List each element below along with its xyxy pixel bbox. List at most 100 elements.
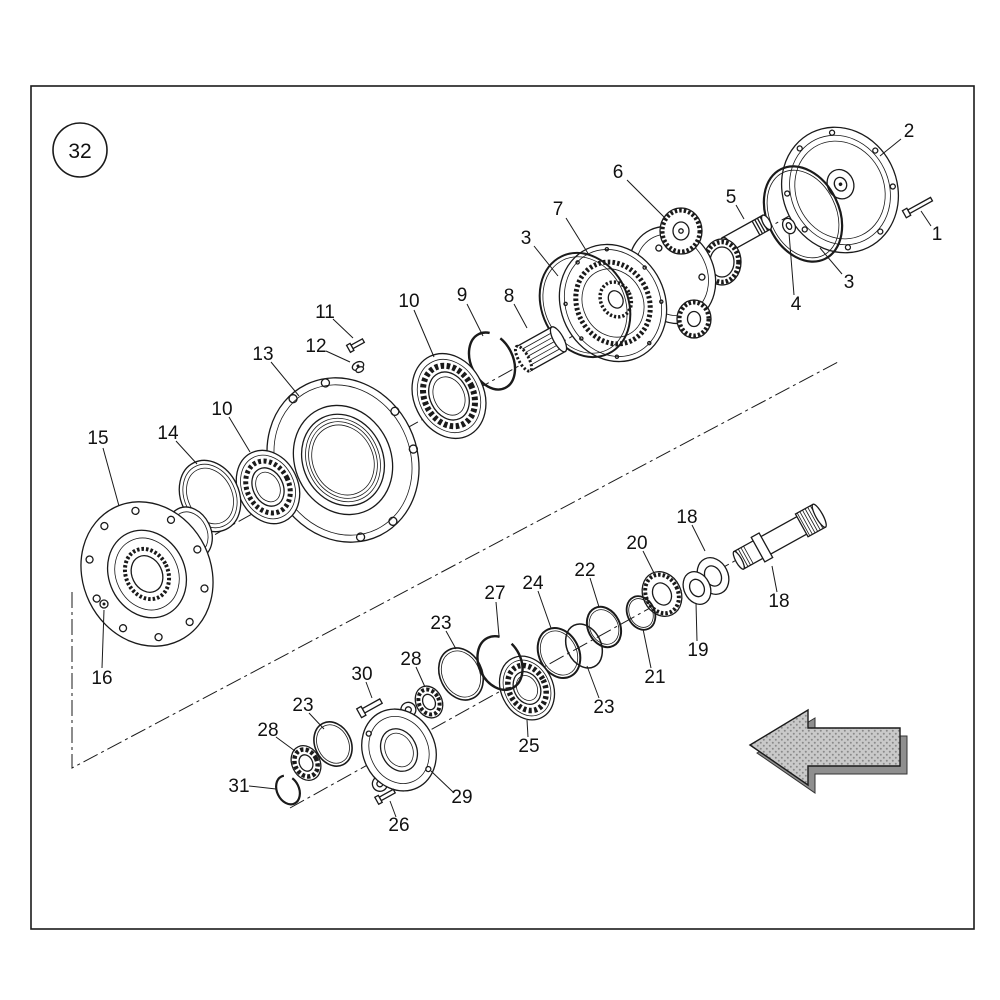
callout-leader-8 — [513, 303, 528, 329]
callout-leader-23 — [586, 665, 600, 699]
callout-leader-13 — [270, 361, 300, 397]
callout-leader-4 — [788, 232, 795, 296]
part-15-wheel-hub — [80, 501, 214, 647]
callout-leader-7 — [565, 217, 590, 256]
part-22-seal-ring — [585, 605, 623, 649]
callout-leader-30 — [365, 681, 373, 699]
callout-leader-11 — [332, 318, 354, 339]
callout-label-25: 25 — [518, 736, 539, 757]
callout-label-4: 4 — [791, 294, 802, 315]
part-28-bearing-rear — [414, 685, 444, 719]
callout-leader-24 — [537, 590, 552, 629]
part-1-bolt — [901, 196, 934, 219]
callout-leader-29 — [430, 770, 454, 793]
callout-leader-23 — [308, 712, 325, 730]
part-12-fitting — [351, 360, 365, 374]
figure-number-bubble: 32 — [52, 122, 108, 178]
callout-leader-28 — [415, 666, 426, 688]
callout-label-10: 10 — [211, 399, 232, 420]
figure-number: 32 — [68, 140, 91, 163]
callout-leader-10 — [413, 309, 435, 358]
callout-label-20: 20 — [626, 533, 647, 554]
part-31-snap-ring — [275, 774, 301, 806]
callout-leader-27 — [495, 601, 500, 637]
callout-leader-19 — [695, 602, 698, 642]
callout-label-23: 23 — [292, 695, 313, 716]
callout-label-28: 28 — [400, 649, 421, 670]
callout-leader-1 — [920, 210, 932, 227]
callout-label-5: 5 — [726, 187, 737, 208]
callout-leader-25 — [526, 719, 529, 738]
callout-leader-12 — [325, 350, 351, 363]
part-21-ring — [625, 595, 657, 631]
callout-leader-18 — [691, 524, 706, 552]
callout-label-3: 3 — [844, 272, 855, 293]
callout-label-7: 7 — [553, 199, 564, 220]
part-10-bearing-front — [235, 449, 301, 525]
callout-label-31: 31 — [228, 776, 249, 797]
direction-arrow-face — [748, 708, 901, 787]
part-6-planet-gear-bottom — [676, 299, 712, 339]
callout-label-13: 13 — [252, 344, 273, 365]
part-26-bolt — [373, 788, 397, 806]
callout-label-10: 10 — [398, 291, 419, 312]
part-6-planet-gear-top — [659, 207, 703, 255]
callout-label-28: 28 — [257, 720, 278, 741]
callout-label-24: 24 — [522, 573, 544, 594]
callout-label-2: 2 — [904, 121, 915, 142]
callout-label-30: 30 — [351, 664, 372, 685]
part-2-cover — [780, 126, 900, 254]
callout-label-22: 22 — [574, 560, 595, 581]
callout-label-15: 15 — [87, 428, 108, 449]
callout-leader-20 — [642, 550, 656, 576]
exploded-view — [71, 126, 934, 809]
callout-leader-23 — [445, 630, 457, 650]
callout-label-6: 6 — [613, 162, 624, 183]
callout-label-21: 21 — [644, 667, 665, 688]
part-23-ring-front — [313, 721, 353, 767]
callout-leader-22 — [589, 577, 600, 608]
callout-label-8: 8 — [504, 286, 515, 307]
callout-leader-31 — [248, 785, 277, 790]
callout-label-14: 14 — [157, 423, 179, 444]
callout-label-9: 9 — [457, 285, 468, 306]
callout-label-26: 26 — [388, 815, 409, 836]
callout-leader-3 — [533, 245, 559, 277]
callout-leader-10 — [228, 416, 251, 453]
part-13-housing — [266, 377, 420, 543]
callout-label-18: 18 — [768, 591, 789, 612]
callout-label-29: 29 — [451, 787, 472, 808]
callout-label-23: 23 — [593, 697, 614, 718]
part-28-bearing-front — [290, 745, 322, 781]
part-23-ring-middle — [564, 623, 604, 669]
part-19-washers — [682, 557, 730, 605]
callout-label-1: 1 — [932, 224, 943, 245]
callout-leader-14 — [175, 440, 198, 465]
part-11-bolt — [345, 337, 366, 354]
part-27-snap-ring — [476, 635, 524, 691]
callout-leader-2 — [879, 138, 902, 157]
part-3-oring-front — [538, 251, 632, 359]
callout-leader-21 — [642, 628, 652, 669]
part-23-ring-rear — [437, 647, 485, 701]
callout-label-11: 11 — [315, 302, 335, 323]
callout-leader-16 — [101, 609, 105, 669]
callout-leader-9 — [466, 303, 484, 337]
callout-label-12: 12 — [305, 336, 326, 357]
callout-leader-5 — [735, 204, 745, 220]
part-18-axle-shaft — [732, 503, 827, 570]
direction-arrow — [748, 708, 908, 794]
callout-label-23: 23 — [430, 613, 451, 634]
callout-label-27: 27 — [484, 583, 505, 604]
callout-leader-28 — [275, 736, 296, 752]
part-10-bearing-rear — [411, 352, 487, 440]
callout-label-3: 3 — [521, 228, 532, 249]
callout-label-19: 19 — [687, 640, 708, 661]
part-30-bolt — [355, 698, 384, 719]
callout-label-16: 16 — [91, 668, 112, 689]
part-8-splined-shaft — [513, 326, 568, 373]
callout-label-18: 18 — [676, 507, 697, 528]
callout-leader-26 — [389, 800, 397, 818]
callout-leader-6 — [626, 179, 667, 220]
